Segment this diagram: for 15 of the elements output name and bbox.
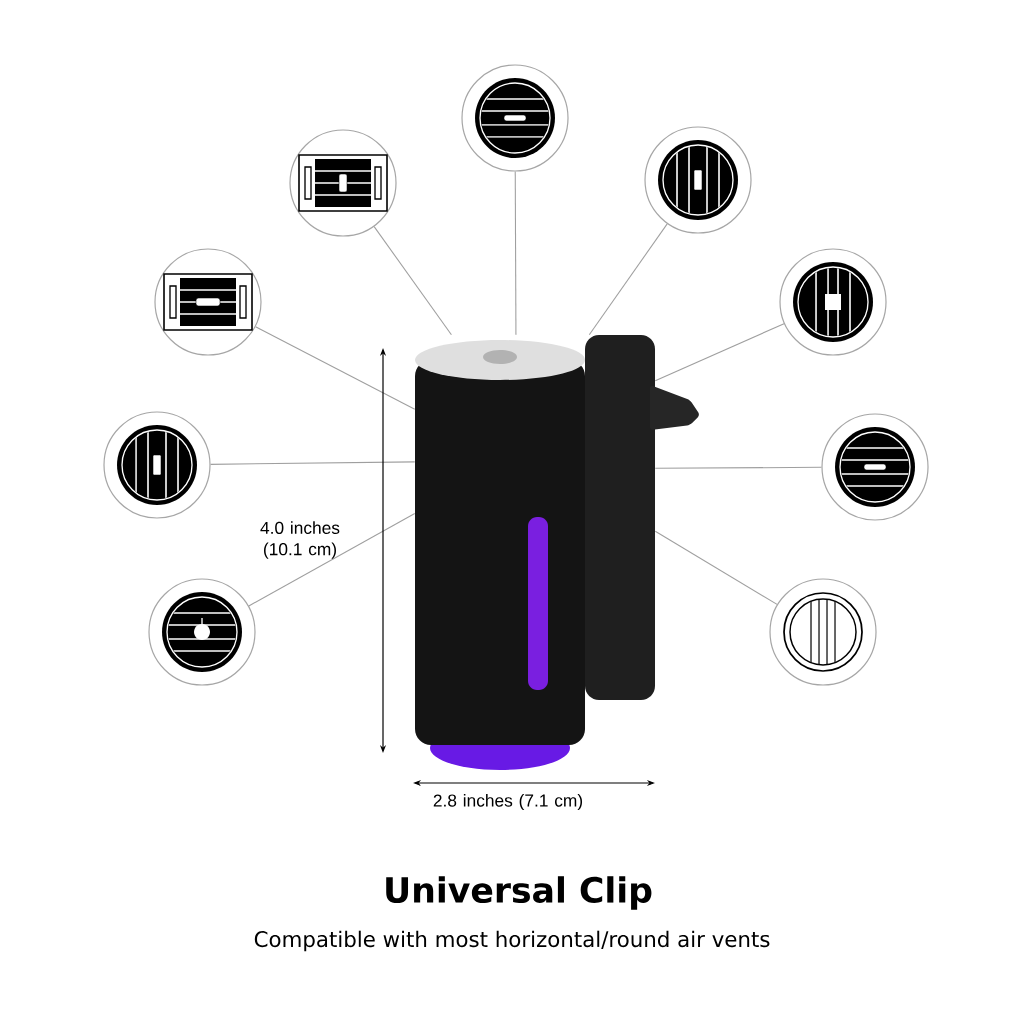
leader-line — [255, 326, 416, 410]
leader-line — [654, 530, 778, 605]
leader-line — [654, 466, 822, 469]
leader-line — [210, 461, 416, 465]
leader-line — [373, 226, 452, 336]
vent-callout — [769, 578, 877, 686]
leader-line — [248, 512, 416, 607]
leader-line — [654, 323, 785, 382]
dimension-label: 4.0 inches (10.1 cm) — [260, 521, 340, 559]
device-drawing — [415, 335, 699, 770]
dimension-label: 2.8 inches (7.1 cm) — [433, 793, 583, 811]
leader-line — [588, 223, 668, 336]
caption: Compatible with most horizontal/round air vents — [254, 930, 770, 952]
title: Universal Clip — [386, 876, 652, 910]
leader-line — [514, 171, 517, 336]
